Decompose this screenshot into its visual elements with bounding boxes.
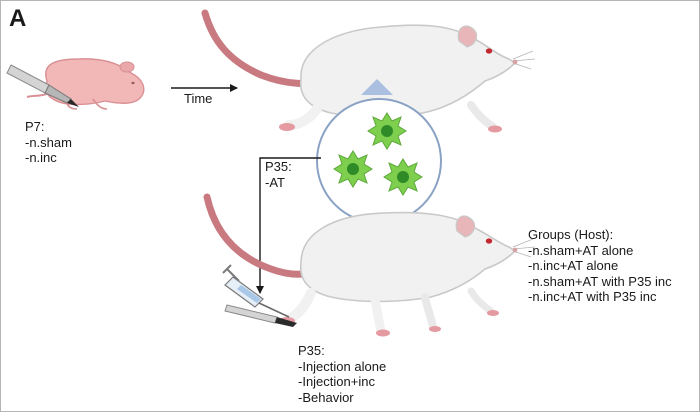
magnification-cone — [361, 79, 393, 95]
p35-at-label-block: P35: -AT — [265, 159, 292, 190]
p35-injection-item: -Behavior — [298, 389, 354, 405]
panel-letter: A — [9, 5, 27, 32]
cell-icon — [333, 150, 373, 188]
p35-injection-label-block: P35: -Injection alone -Injection+inc -Be… — [298, 343, 386, 405]
cell-icon — [383, 158, 423, 196]
group-item: -n.inc+AT alone — [528, 258, 619, 273]
p35-injection-item: -Injection alone — [298, 358, 387, 374]
p7-title: P7: — [25, 119, 45, 134]
groups-title: Groups (Host): — [528, 227, 614, 242]
newborn-pup — [26, 58, 145, 110]
time-label: Time — [184, 91, 213, 106]
group-item: -n.sham+AT alone — [528, 242, 634, 258]
p7-item: -n.sham — [25, 134, 72, 150]
p7-label-block: P7: -n.sham -n.inc — [25, 119, 72, 166]
p35-at-title: P35: — [265, 159, 292, 174]
scalpel-icon — [224, 304, 297, 327]
p35-injection-title: P35: — [298, 343, 325, 358]
cell-icon — [367, 112, 407, 150]
group-item: -n.sham+AT with P35 inc — [528, 273, 672, 289]
p35-at-item: -AT — [265, 174, 285, 190]
p7-item: -n.inc — [25, 150, 57, 165]
cell-magnification-circle — [316, 98, 442, 224]
scalpel-icon — [6, 64, 79, 107]
groups-label-block: Groups (Host): -n.sham+AT alone -n.inc+A… — [528, 227, 672, 305]
group-item: -n.inc+AT with P35 inc — [528, 289, 657, 304]
host-rat — [203, 193, 536, 337]
transfer-arrow — [256, 157, 321, 294]
p35-injection-item: -Injection+inc — [298, 374, 375, 389]
syringe-icon — [222, 264, 290, 318]
donor-rat — [201, 9, 536, 133]
